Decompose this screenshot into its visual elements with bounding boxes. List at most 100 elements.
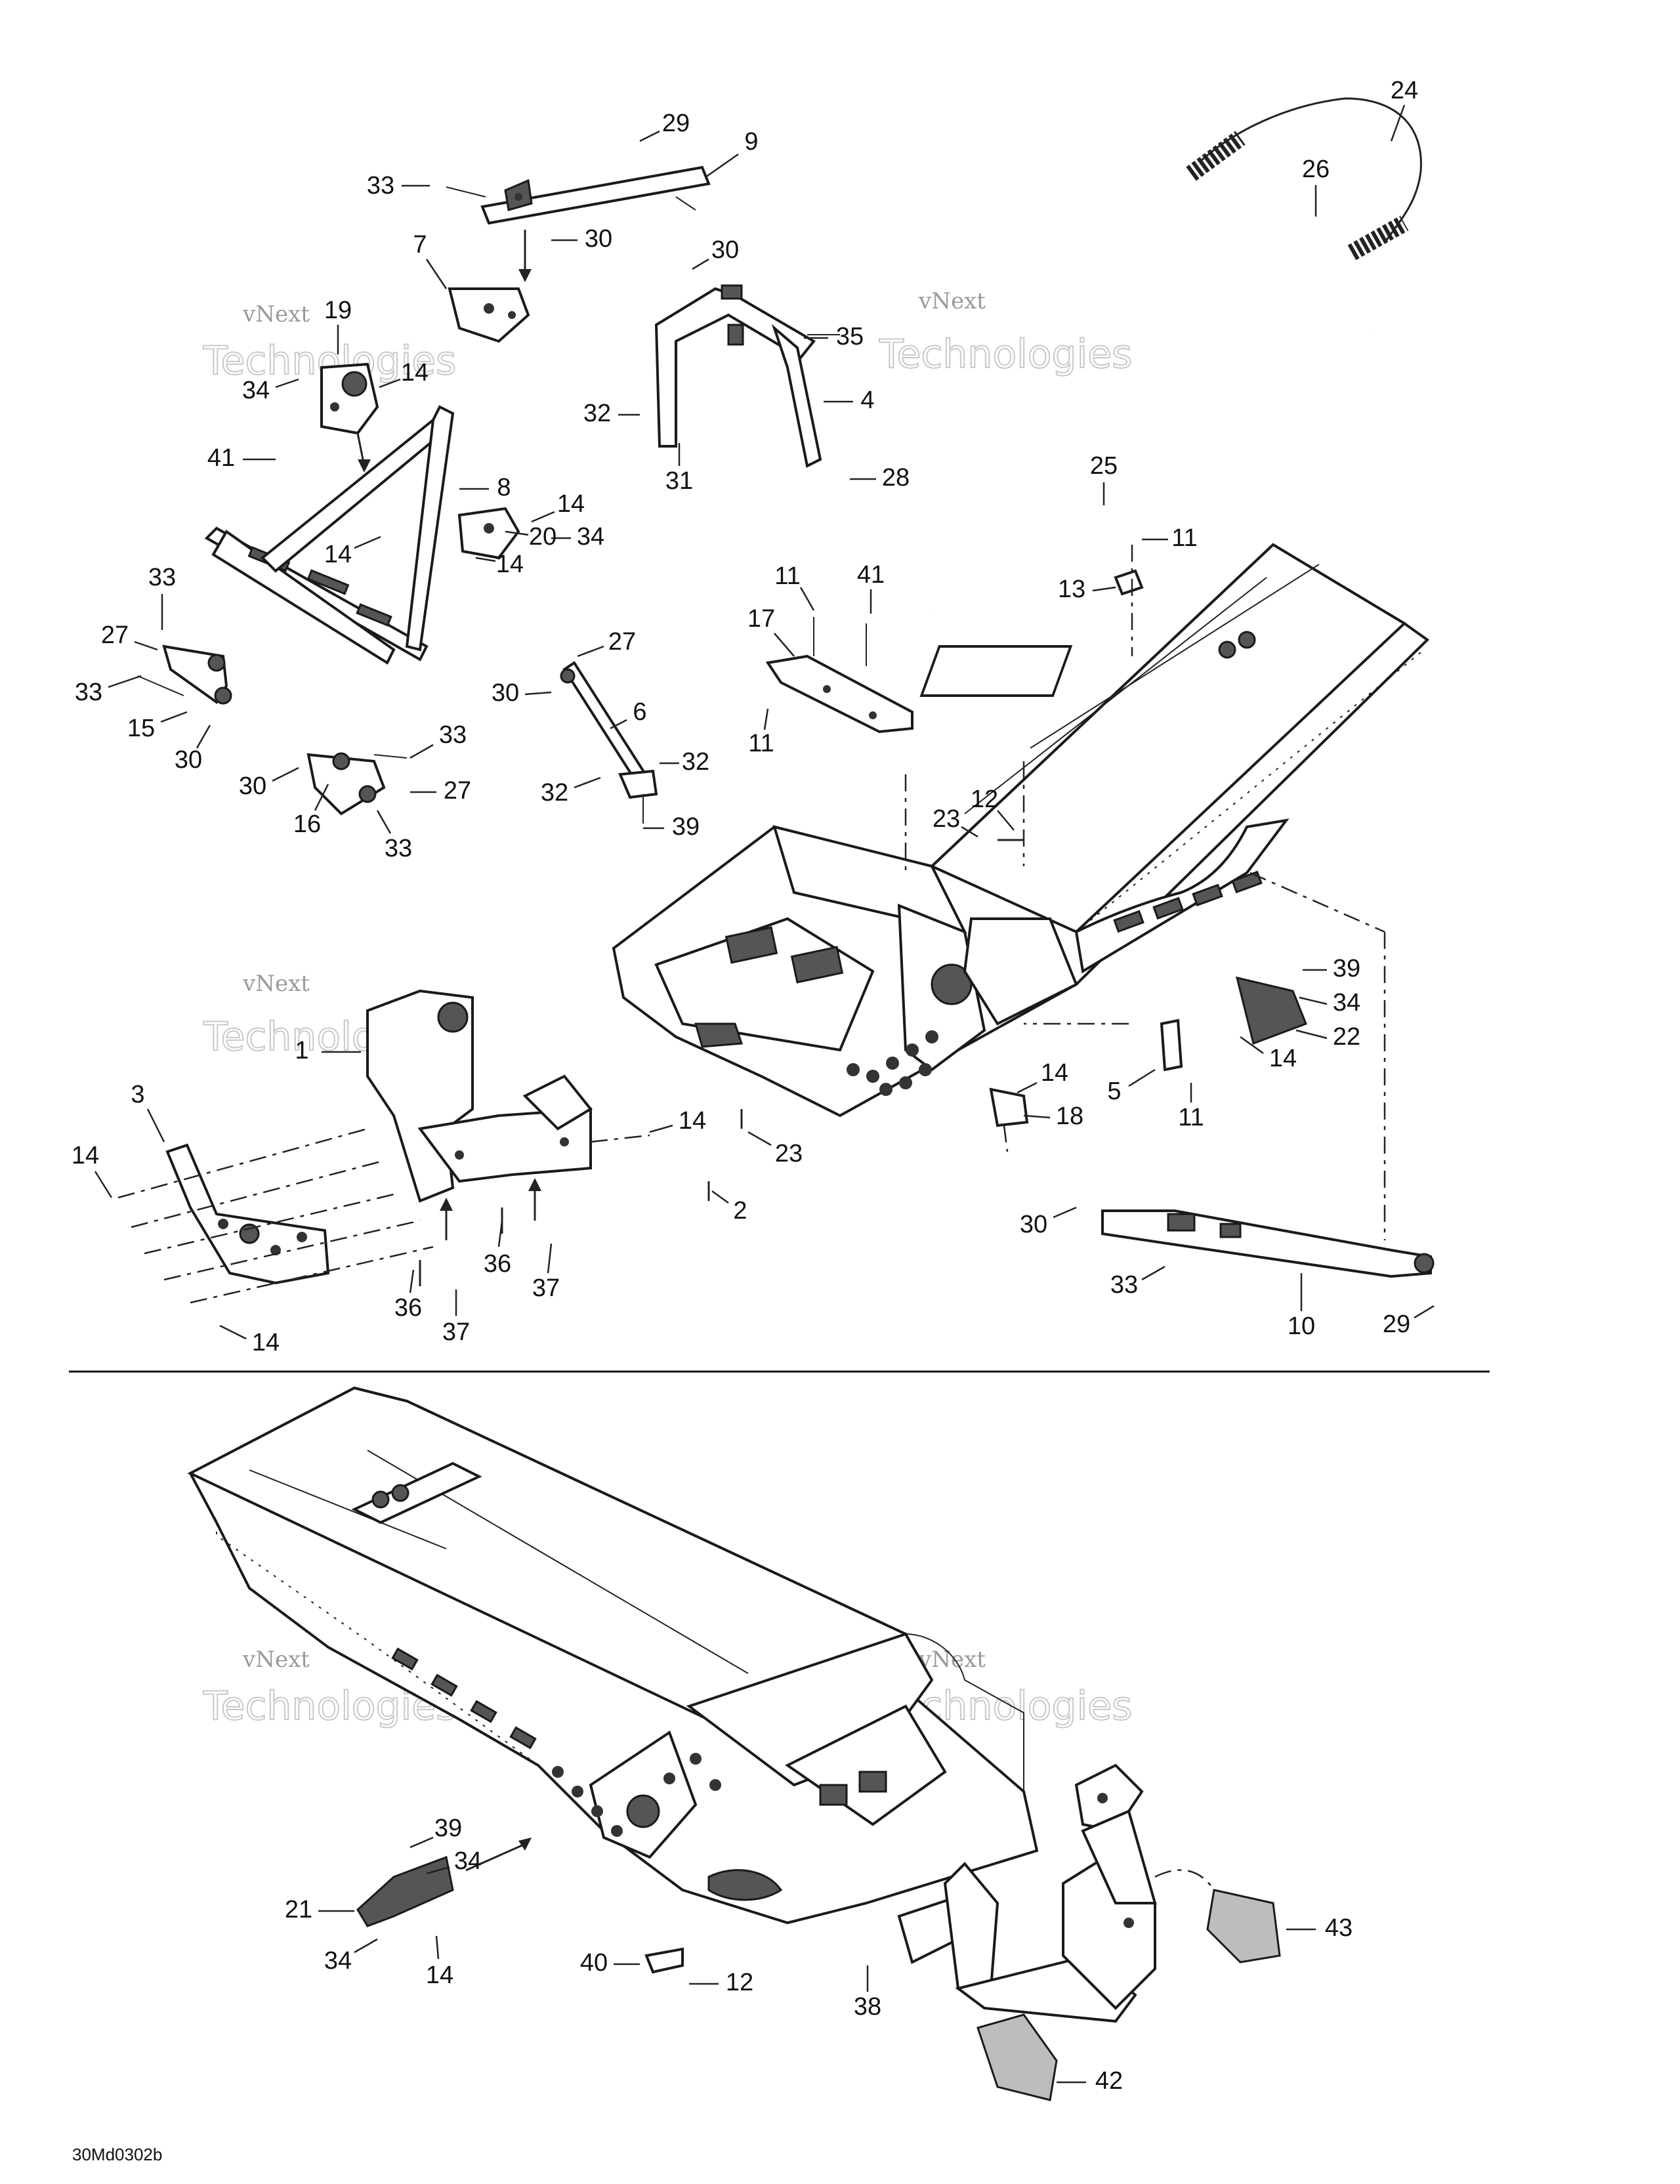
- callout-leader: [1240, 1036, 1264, 1055]
- callout-c14d: 14: [475, 551, 524, 578]
- callout-c5: 5: [1107, 1068, 1156, 1105]
- callout-leader: [354, 1938, 378, 1954]
- callout-c30c: 30: [492, 679, 552, 707]
- callout-leader: [574, 776, 601, 789]
- callout-label: 2: [733, 1197, 747, 1225]
- callout-c14g: 14: [649, 1107, 706, 1135]
- callout-leader: [705, 153, 739, 178]
- callout-leader: [475, 556, 496, 562]
- callout-label: 32: [541, 779, 568, 807]
- callout-label: 23: [933, 805, 960, 833]
- callout-label: 31: [665, 467, 693, 495]
- callout-leader: [547, 1243, 553, 1274]
- callout-leader: [577, 645, 604, 658]
- callout-label: 14: [72, 1142, 99, 1169]
- callout-c30e: 30: [239, 766, 299, 800]
- callout-label: 37: [442, 1318, 470, 1346]
- callout-label: 30: [175, 746, 202, 774]
- callout-c11c: 11: [748, 708, 774, 757]
- part-4-steering-support: [654, 284, 840, 468]
- chassis-top-view: [612, 543, 1430, 1118]
- callout-leader: [774, 633, 795, 657]
- callout-label: 14: [401, 359, 429, 387]
- front-bulkhead-assembly: [897, 1763, 1157, 2023]
- callout-leader: [425, 259, 448, 289]
- callout-leader: [1017, 1082, 1038, 1094]
- callout-c32c: 32: [541, 776, 601, 807]
- callout-leader: [94, 1171, 113, 1198]
- callout-label: 14: [557, 490, 585, 518]
- callout-label: 41: [207, 444, 235, 472]
- callout-label: 33: [1110, 1271, 1138, 1299]
- callout-c38: 38: [854, 1965, 881, 2021]
- callout-leader: [146, 1108, 165, 1143]
- callout-c12b: 12: [689, 1969, 753, 1996]
- callout-leader: [1023, 1114, 1051, 1119]
- callout-c22: 22: [1295, 1023, 1360, 1051]
- callout-leader: [1092, 586, 1116, 592]
- callout-label: 42: [1095, 2067, 1123, 2095]
- part-10-radius-rod: [1101, 1209, 1435, 1278]
- part-22-footrest: [1235, 976, 1307, 1045]
- callout-leader: [799, 587, 815, 611]
- callout-c25: 25: [1090, 452, 1118, 505]
- part-6-strut: [560, 661, 658, 824]
- callout-label: 7: [413, 231, 427, 259]
- watermark-line1: vNext: [918, 288, 986, 314]
- callout-label: 34: [1333, 989, 1360, 1017]
- callout-label: 27: [608, 628, 636, 656]
- callout-c32a: 32: [583, 400, 640, 427]
- callout-leader: [531, 511, 555, 523]
- callout-label: 26: [1302, 156, 1330, 183]
- callout-label: 12: [971, 786, 998, 813]
- callout-leader: [610, 719, 627, 730]
- callout-leader: [524, 691, 552, 696]
- alignment-lines-top: [117, 545, 1386, 1304]
- callout-c21: 21: [285, 1896, 354, 1923]
- callout-label: 19: [324, 297, 352, 324]
- callout-leader: [711, 1190, 729, 1204]
- chassis-holes: [847, 1030, 938, 1096]
- callout-label: 30: [492, 679, 519, 707]
- chassis-side-view: [187, 1386, 1039, 1925]
- callout-c14j: 14: [426, 1935, 453, 1989]
- callout-c30a: 30: [551, 225, 612, 253]
- fastener-arrows: [419, 839, 1024, 1286]
- callout-label: 28: [882, 464, 910, 492]
- callout-leader: [961, 826, 978, 838]
- callout-label: 14: [1041, 1059, 1068, 1087]
- callout-c18: 18: [1023, 1102, 1083, 1130]
- side-cutouts: [391, 1647, 537, 1750]
- callout-c33f: 33: [1110, 1265, 1166, 1299]
- callout-leader: [435, 1935, 440, 1960]
- callout-label: 1: [295, 1037, 308, 1064]
- callout-c36a: 36: [484, 1220, 511, 1278]
- callout-label: 34: [577, 523, 604, 551]
- callout-c41b: 41: [857, 561, 885, 614]
- callout-c23b: 23: [747, 1131, 803, 1167]
- callout-label: 38: [854, 1993, 881, 2021]
- part-16-link-bracket: [306, 752, 408, 816]
- callout-label: 29: [662, 110, 690, 137]
- callout-label: 8: [497, 474, 511, 501]
- callout-label: 17: [747, 605, 775, 633]
- callout-label: 30: [239, 772, 266, 800]
- callout-leader: [376, 810, 392, 834]
- callout-label: 34: [242, 377, 270, 404]
- callout-label: 32: [583, 400, 611, 427]
- callout-c39a: 39: [643, 813, 700, 841]
- callout-leader: [692, 258, 709, 270]
- callout-c2: 2: [711, 1190, 747, 1225]
- callout-label: 32: [682, 748, 709, 776]
- callout-c4: 4: [824, 387, 875, 414]
- callout-c14b: 14: [531, 490, 585, 523]
- callout-label: 43: [1325, 1914, 1353, 1942]
- callout-label: 30: [1020, 1211, 1047, 1238]
- watermark-line1: vNext: [242, 971, 310, 997]
- callout-leader: [1295, 1029, 1328, 1040]
- part-25-rod: [931, 330, 1373, 615]
- callout-leader: [409, 1269, 415, 1293]
- watermark-line2: Technologies: [879, 331, 1132, 377]
- callout-label: 35: [836, 323, 864, 350]
